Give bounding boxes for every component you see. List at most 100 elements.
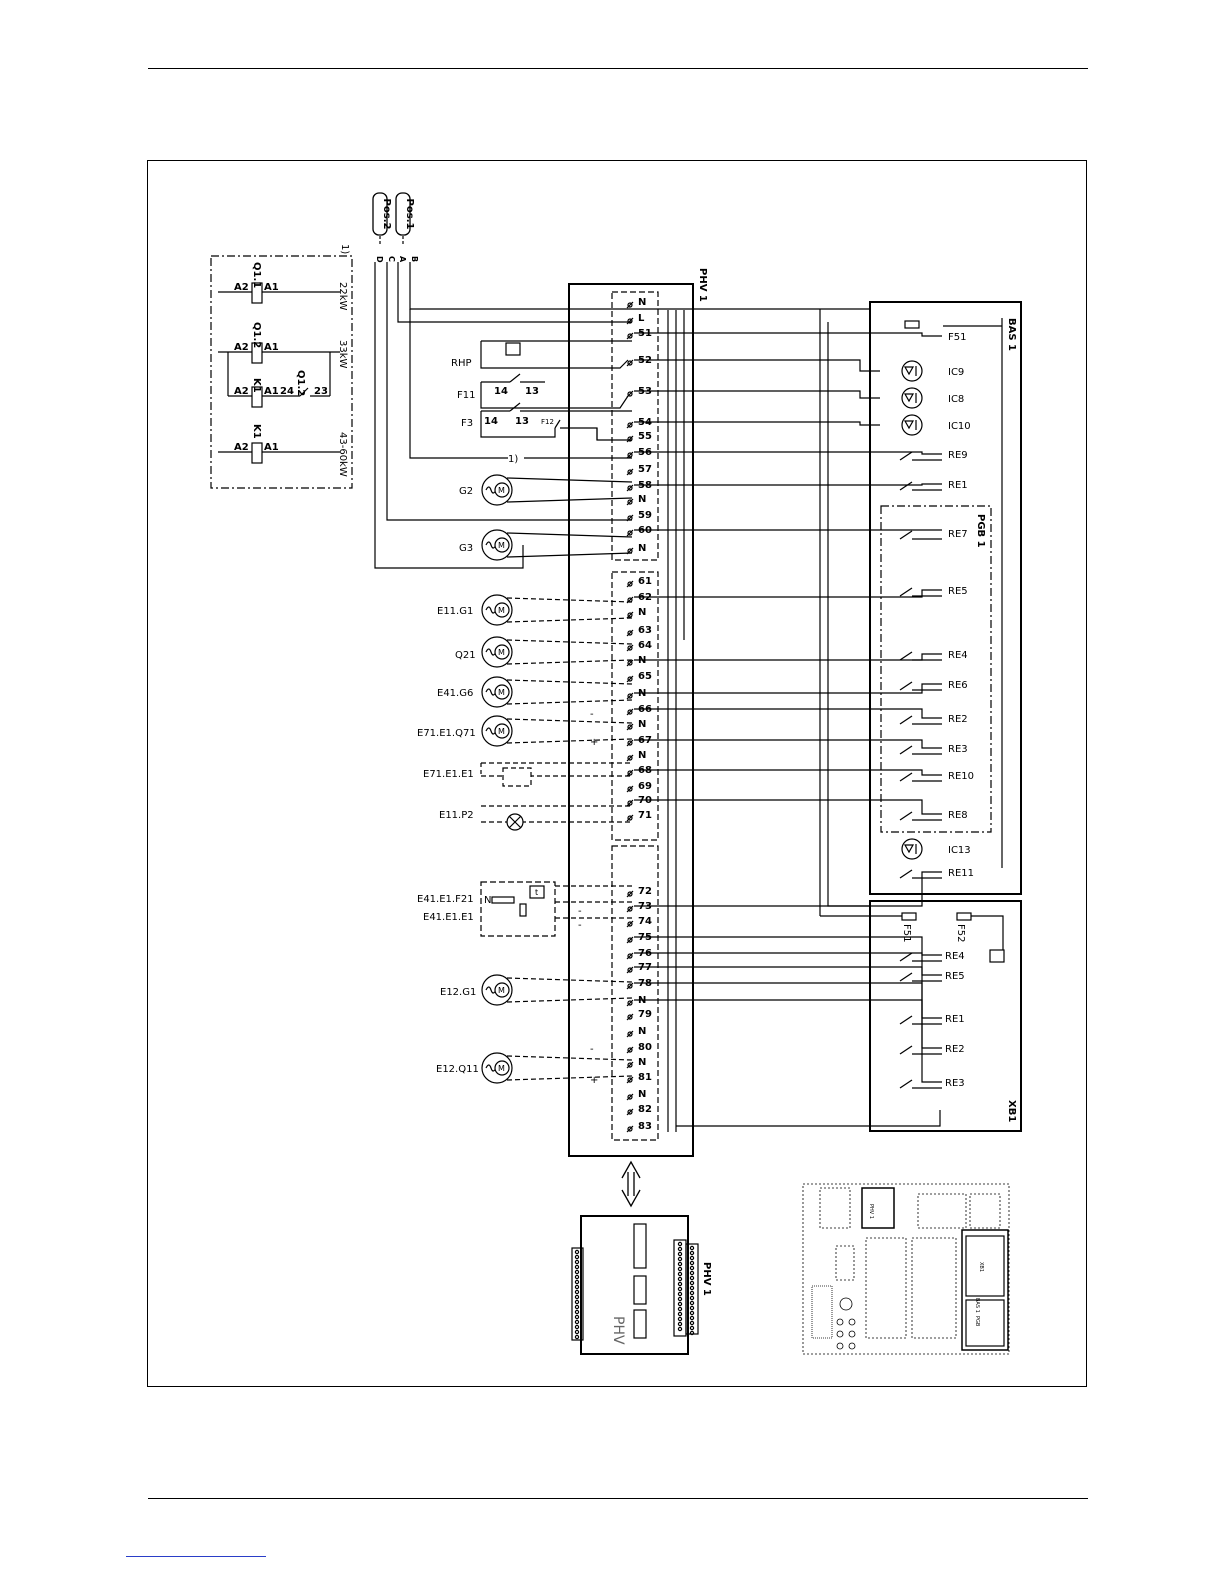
bas-item-label: RE2 <box>948 714 968 725</box>
row4-coil: K1 <box>251 424 262 439</box>
motor-labels: G2 G3 E11.G1 Q21 E41.G6 E71.E1.Q71 E71.E… <box>417 486 479 1075</box>
motor-wire <box>506 552 633 558</box>
f11-c1: 14 <box>494 386 508 397</box>
terminal-screw <box>627 645 633 651</box>
xb-item-label: RE5 <box>945 971 965 982</box>
motor-wire <box>506 659 633 665</box>
terminal-screw <box>627 693 633 699</box>
relay-contact <box>899 869 913 879</box>
row1-rating: 22kW <box>337 282 348 311</box>
bas-item-label: RE11 <box>948 868 974 879</box>
relay-contact <box>899 530 913 540</box>
terminal-slash <box>626 675 634 683</box>
terminal-slash <box>626 611 634 619</box>
terminal-screw <box>627 1047 633 1053</box>
board-pin <box>574 1324 580 1330</box>
terminal-screw <box>627 786 633 792</box>
terminal-slash <box>626 451 634 459</box>
terminal-slash <box>626 421 634 429</box>
e41-t: t <box>535 888 538 897</box>
terminal-slash <box>626 1061 634 1069</box>
terminal-slash <box>626 920 634 928</box>
relay-contact <box>899 811 913 821</box>
motor-letter: M <box>498 541 505 550</box>
board-pin <box>677 1326 683 1332</box>
footer-link-underline <box>126 1556 266 1557</box>
motor-wire <box>506 997 633 1003</box>
bus-wire <box>827 322 870 907</box>
e11p2-label: E11.P2 <box>439 810 474 821</box>
terminal-label: 72 <box>638 886 652 897</box>
bas-item-label: RE8 <box>948 810 968 821</box>
motor-wire <box>506 1055 633 1061</box>
e41f21-label: E41.E1.F21 <box>417 894 474 905</box>
terminal-screw <box>627 891 633 897</box>
terminal-label: N <box>638 607 646 618</box>
terminal-slash <box>626 936 634 944</box>
terminal-slash <box>626 529 634 537</box>
board-pin <box>689 1275 695 1281</box>
e41-n: N <box>484 895 491 906</box>
signal-wire <box>634 483 942 486</box>
board-pin <box>689 1285 695 1291</box>
terminal-screw <box>627 391 633 397</box>
terminal-screw <box>627 676 633 682</box>
relay-contact <box>899 681 913 691</box>
terminal-slash <box>626 1046 634 1054</box>
board-pin <box>677 1286 683 1292</box>
relay-contact <box>899 481 913 491</box>
board-pin <box>689 1310 695 1316</box>
board-pin <box>574 1309 580 1315</box>
bas-module: BAS 1 PGB 1 <box>869 301 1022 895</box>
board-pin <box>689 1315 695 1321</box>
wire-a-label: A <box>398 256 407 263</box>
diode <box>903 393 915 403</box>
terminal-slash <box>626 723 634 731</box>
terminal-slash <box>626 332 634 340</box>
relay-contact <box>899 1045 913 1055</box>
wire-c-label: C <box>387 256 396 262</box>
motor-letter: M <box>498 1064 505 1073</box>
signal-wire <box>634 999 942 1083</box>
board-pin <box>677 1311 683 1317</box>
terminal-screw <box>627 452 633 458</box>
terminal-screw <box>627 800 633 806</box>
signal-wire <box>634 421 880 426</box>
board-pin <box>677 1256 683 1262</box>
terminal-label: 79 <box>638 1009 652 1020</box>
board-pin <box>574 1254 580 1260</box>
motor-wire <box>506 597 633 603</box>
terminal-screw <box>627 755 633 761</box>
terminal-label: 57 <box>638 464 652 475</box>
terminal-slash <box>626 799 634 807</box>
q21-label: Q21 <box>455 650 476 661</box>
terminal-label: 65 <box>638 671 652 682</box>
signal-wire <box>634 952 942 976</box>
board-pin <box>689 1320 695 1326</box>
signal-wire <box>634 708 942 719</box>
terminal-slash <box>626 1093 634 1101</box>
motor-wire <box>506 532 633 538</box>
terminal-screw <box>627 660 633 666</box>
row3-a1: A1 <box>264 386 279 397</box>
bas-item-label: RE1 <box>948 480 968 491</box>
terminal-screw <box>627 740 633 746</box>
ac-wave <box>485 688 497 696</box>
row2-a2: A2 <box>234 342 249 353</box>
terminal-label: N <box>638 494 646 505</box>
board-pin <box>574 1289 580 1295</box>
board-pin <box>677 1276 683 1282</box>
terminal-screw <box>627 469 633 475</box>
terminal-label: L <box>638 313 645 324</box>
xb-item-label: RE2 <box>945 1044 965 1055</box>
phv-board-title: PHV 1 <box>701 1262 712 1296</box>
motor-inner <box>494 723 510 739</box>
q11-minus: - <box>590 1044 594 1055</box>
e41g6-label: E41.G6 <box>437 688 473 699</box>
terminal-label: N <box>638 297 646 308</box>
terminal-slash <box>626 708 634 716</box>
board-pin <box>677 1251 683 1257</box>
board-pin <box>677 1321 683 1327</box>
